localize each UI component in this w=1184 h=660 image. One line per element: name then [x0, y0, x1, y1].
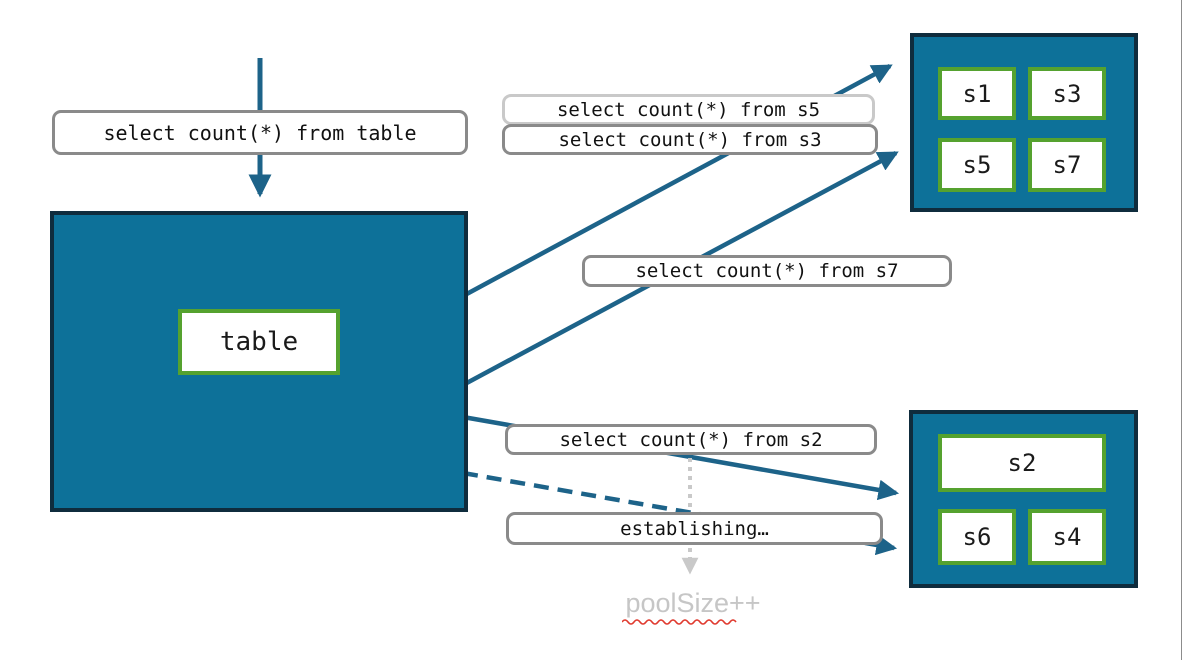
shard-box-s1: s1 — [938, 67, 1016, 120]
table-inner-box: table — [178, 309, 340, 375]
spellcheck-squiggle — [622, 619, 737, 625]
shard-group-bottom: s2 s6 s4 — [909, 410, 1138, 588]
shard-box-s6: s6 — [938, 509, 1016, 565]
shard-label-s6: s6 — [962, 523, 992, 551]
shard-box-s5: s5 — [938, 138, 1016, 192]
shard-box-s3: s3 — [1028, 67, 1106, 120]
shard-label-s7: s7 — [1052, 151, 1082, 179]
query-label-s3: select count(*) from s3 — [502, 124, 878, 155]
shard-label-s4: s4 — [1052, 523, 1082, 551]
shard-label-s5: s5 — [962, 151, 992, 179]
query-label-s2-text: select count(*) from s2 — [559, 428, 823, 451]
query-label-s7: select count(*) from s7 — [582, 255, 952, 287]
query-label-table-text: select count(*) from table — [103, 120, 417, 145]
query-label-s5: select count(*) from s5 — [502, 94, 875, 125]
query-label-s7-text: select count(*) from s7 — [635, 260, 899, 282]
query-label-table: select count(*) from table — [52, 110, 468, 155]
query-label-s3-text: select count(*) from s3 — [558, 128, 822, 151]
shard-box-s2: s2 — [938, 434, 1106, 492]
shard-label-s2: s2 — [1007, 449, 1037, 477]
table-label: table — [219, 327, 299, 357]
shard-box-s7: s7 — [1028, 138, 1106, 192]
poolsize-text: poolSize++ — [625, 588, 761, 618]
table-box: table — [50, 211, 468, 512]
right-edge-line — [1181, 0, 1182, 660]
shard-label-s3: s3 — [1052, 79, 1082, 108]
shard-box-s4: s4 — [1028, 509, 1106, 565]
shard-group-top: s1 s3 s5 s7 — [910, 33, 1138, 212]
shard-label-s1: s1 — [962, 79, 992, 108]
establishing-label: establishing… — [506, 512, 883, 545]
establishing-label-text: establishing… — [620, 517, 769, 540]
query-label-s2: select count(*) from s2 — [505, 424, 877, 455]
query-label-s5-text: select count(*) from s5 — [556, 98, 821, 121]
